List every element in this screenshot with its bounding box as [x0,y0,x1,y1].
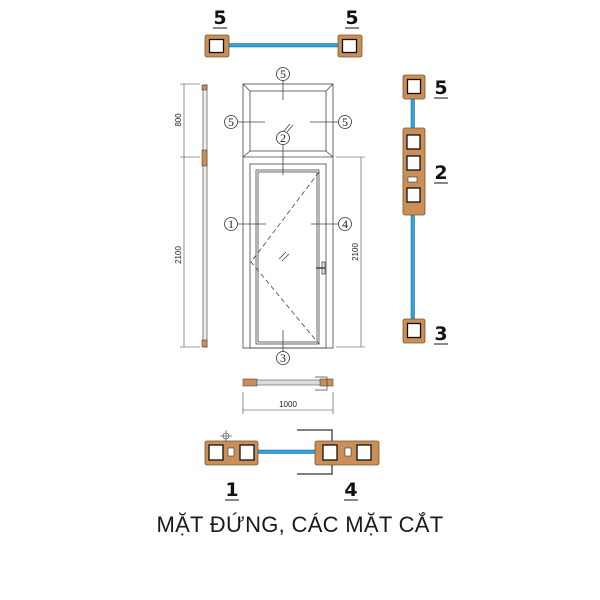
section-right: 5 2 3 [402,74,448,345]
section-top: 5 5 [204,7,363,58]
marker-leaf-left: 1 [228,217,234,231]
marker-mullion: 2 [280,131,286,145]
marker-leaf-right: 4 [342,217,348,231]
dim-door-height-left: 2100 [174,246,183,264]
dim-door-width: 1000 [279,400,297,409]
drawing-title: MẶT ĐỨNG, CÁC MẶT CẮT [156,512,444,537]
door-elevation [238,80,338,352]
label-top-left: 5 [213,7,226,29]
marker-transom-right: 5 [342,115,348,129]
dim-transom-height: 800 [174,113,183,127]
elevation-markers: 5 5 5 2 1 4 3 [224,67,352,365]
label-top-right: 5 [345,7,358,29]
dim-door-height-right: 2100 [351,243,360,261]
marker-transom-left: 5 [228,115,234,129]
marker-leaf-bottom: 3 [280,351,286,365]
label-bottom-right: 4 [344,479,357,501]
plan-view [242,376,334,391]
label-right-mid: 2 [434,162,447,184]
marker-transom-top: 5 [280,67,286,81]
dimension-lines [180,83,365,414]
side-section [201,84,208,348]
label-right-top: 5 [434,77,447,99]
label-bottom-left: 1 [225,479,238,501]
section-bottom: 1 4 [204,429,380,501]
label-right-bottom: 3 [434,323,447,345]
